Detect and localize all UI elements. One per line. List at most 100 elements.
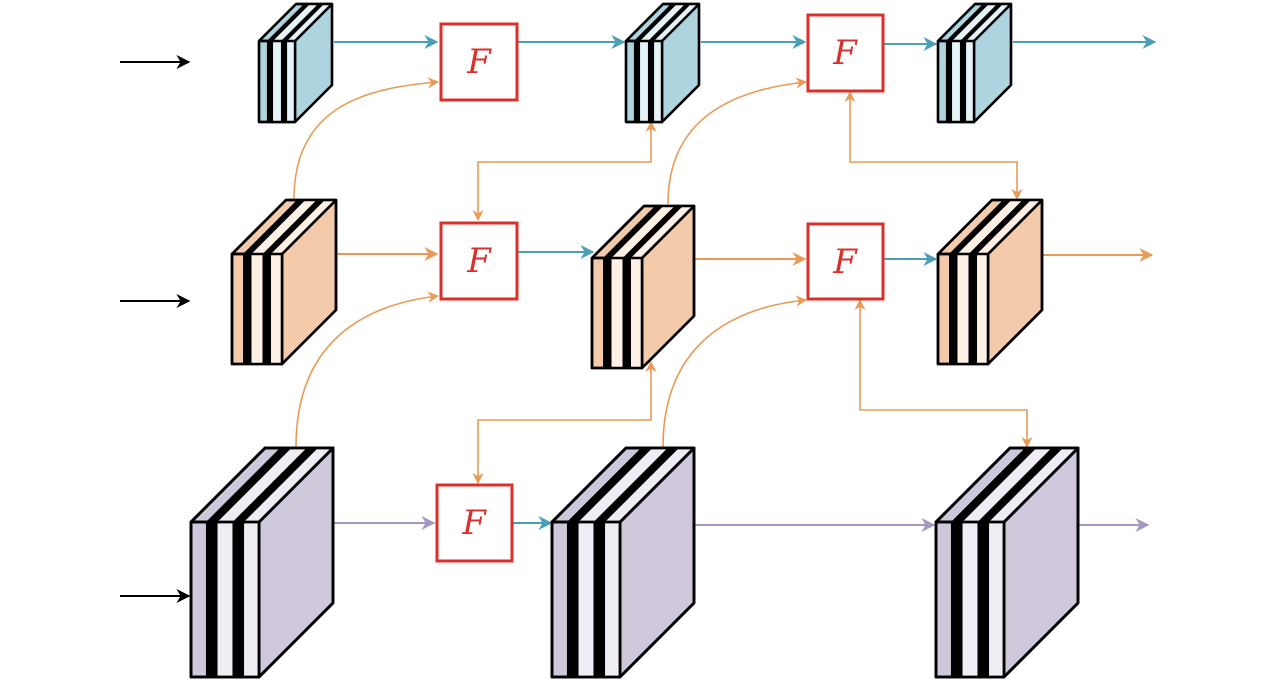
block-top-light-stripe	[611, 206, 675, 258]
fusion-label: F	[832, 242, 858, 282]
block-dark-band	[205, 522, 218, 677]
block-dark-band	[593, 522, 606, 677]
feature-block-hr2	[624, 2, 701, 124]
block-top-band	[622, 206, 683, 258]
block-dark-band	[950, 522, 963, 677]
feature-block-mr2	[590, 204, 696, 370]
block-top-band	[566, 448, 653, 522]
block-top-band	[647, 4, 692, 41]
block-edge	[281, 199, 337, 255]
cross-scale-links	[293, 77, 1033, 485]
block-outline	[189, 446, 335, 679]
block-outline	[230, 198, 338, 366]
block-top-band	[945, 4, 990, 41]
fusion-label: F	[461, 503, 487, 543]
fusion-label: F	[832, 33, 858, 73]
block-top-light-stripe	[957, 200, 1023, 254]
block-dark-band	[622, 258, 631, 368]
feature-block-mr3	[936, 198, 1044, 366]
block-top-light-stripe	[977, 200, 1042, 254]
block-top-light-stripe	[273, 4, 318, 41]
block-top-band	[266, 4, 311, 41]
block-top-band	[232, 448, 319, 522]
low-res-flows	[333, 516, 1150, 532]
fusion-box-icon	[439, 22, 519, 102]
block-top-light-stripe	[217, 448, 307, 522]
block-top-light-stripe	[251, 200, 317, 254]
fusion-box-hr1: F	[439, 22, 519, 102]
block-dark-band	[945, 41, 953, 122]
block-light-stripe	[287, 41, 295, 122]
feature-blocks	[189, 2, 1080, 679]
block-light-stripe	[251, 254, 263, 364]
link-lr1-to-fuse-mr1	[295, 291, 440, 448]
block-top-light-stripe	[244, 448, 333, 522]
fusion-label: F	[466, 241, 492, 281]
block-edge	[1003, 447, 1079, 523]
block-outline	[550, 446, 696, 679]
block-top-band	[950, 448, 1037, 522]
feature-block-lr3	[934, 446, 1080, 679]
block-light-stripe	[605, 522, 620, 677]
block-outline	[624, 2, 701, 124]
block-edge	[619, 447, 695, 523]
block-dark-band	[647, 41, 655, 122]
block-top-light-stripe	[654, 4, 699, 41]
block-top-light-stripe	[605, 448, 694, 522]
block-top-band	[280, 4, 325, 41]
feature-block-mr1	[230, 198, 338, 366]
link-mr2-fuse-lr	[472, 360, 657, 485]
fusion-box-lr1: F	[435, 483, 514, 563]
link-fuse-mr2-lr3	[854, 298, 1033, 449]
block-dark-band	[968, 254, 977, 364]
fusion-box-icon	[439, 221, 519, 301]
block-top-light-stripe	[631, 206, 694, 258]
link-mr1-to-fuse-hr1	[293, 77, 440, 200]
block-outline	[934, 446, 1080, 679]
fusion-box-mr2: F	[806, 222, 885, 301]
block-top-light-stripe	[952, 4, 997, 41]
block-light-stripe	[640, 41, 648, 122]
block-top-band	[959, 4, 1004, 41]
block-top-band	[205, 448, 292, 522]
fusion-box-mr1: F	[439, 221, 519, 301]
block-top-band	[603, 206, 664, 258]
block-light-stripe	[962, 522, 978, 677]
block-light-stripe	[611, 258, 623, 368]
block-top-light-stripe	[287, 4, 332, 41]
block-top-light-stripe	[640, 4, 685, 41]
block-edge	[294, 3, 333, 42]
block-light-stripe	[244, 522, 259, 677]
block-top-light-stripe	[578, 448, 668, 522]
block-top-band	[633, 4, 678, 41]
block-edge	[258, 447, 334, 523]
block-light-stripe	[578, 522, 594, 677]
block-dark-band	[603, 258, 612, 368]
block-dark-band	[262, 254, 271, 364]
block-outline	[257, 2, 334, 124]
fusion-box-icon	[435, 483, 514, 563]
block-top-band	[968, 200, 1031, 254]
block-dark-band	[232, 522, 245, 677]
block-top-light-stripe	[966, 4, 1011, 41]
block-light-stripe	[273, 41, 281, 122]
block-top-band	[949, 200, 1012, 254]
fusion-box-icon	[806, 13, 885, 93]
block-dark-band	[949, 254, 958, 364]
feature-block-lr2	[550, 446, 696, 679]
block-edge	[641, 205, 695, 259]
block-light-stripe	[952, 41, 960, 122]
block-dark-band	[243, 254, 252, 364]
block-top-light-stripe	[989, 448, 1078, 522]
block-light-stripe	[217, 522, 233, 677]
feature-block-lr1	[189, 446, 335, 679]
block-dark-band	[566, 522, 579, 677]
link-lr2-to-fuse-mr2	[662, 295, 808, 448]
block-outline	[936, 198, 1044, 366]
link-fuse-hr2-mr3	[844, 90, 1023, 201]
block-light-stripe	[977, 254, 988, 364]
input-arrows	[120, 55, 191, 603]
block-edge	[661, 3, 700, 42]
